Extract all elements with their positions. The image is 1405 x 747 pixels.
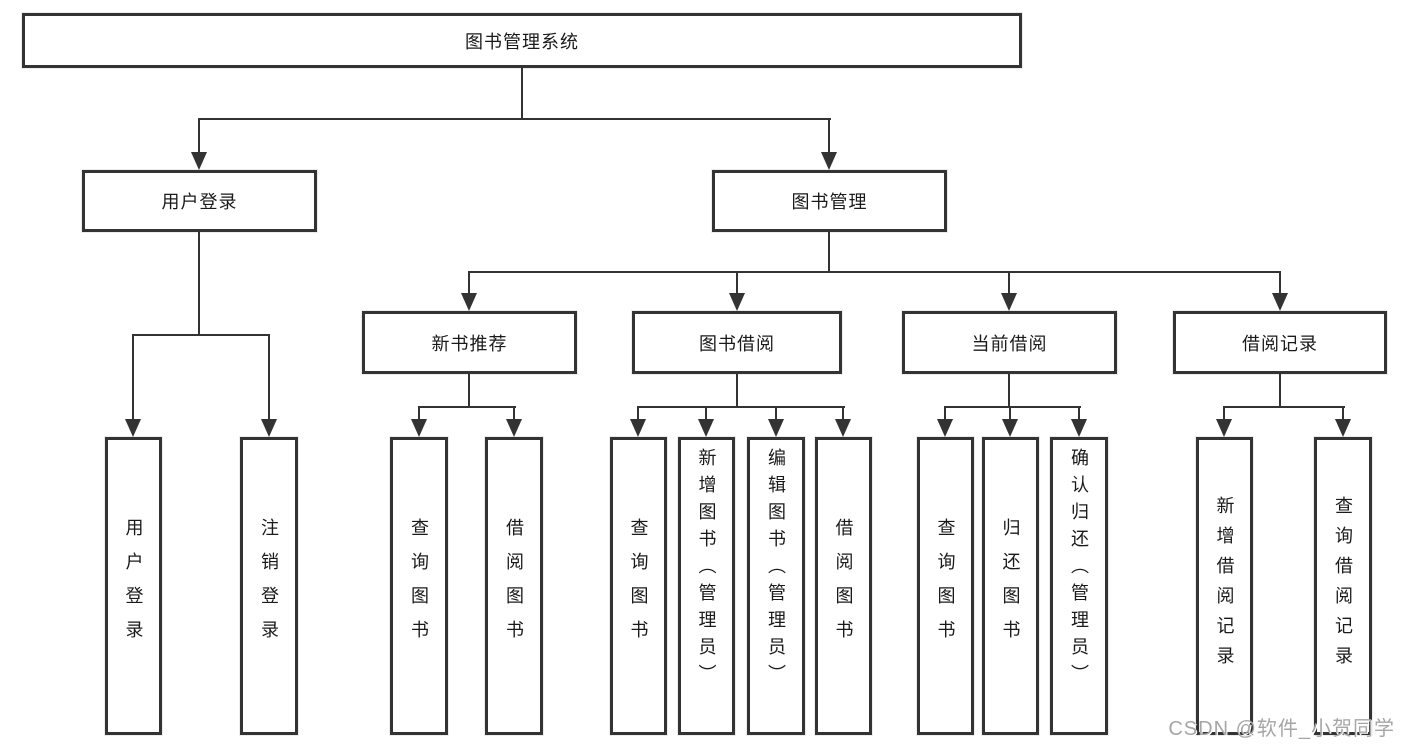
node-library-system-label: 图书管理系统 [465,31,579,52]
connector-line [1279,374,1281,408]
node-book-borrowing: 图书借阅 [632,311,842,374]
connector-line [1078,406,1080,420]
leaf-query-books-2: 查询图书 [610,437,667,735]
arrow-down-icon [506,419,522,437]
node-book-management-label: 图书管理 [791,192,868,212]
arrow-down-icon [1071,419,1087,437]
connector-line [842,406,844,420]
connector-line [133,334,270,336]
arrow-down-icon [821,152,837,170]
connector-line [705,406,707,420]
leaf-logout-label: 注销登录 [259,518,279,654]
leaf-borrow-books-2-label: 借阅图书 [833,518,854,654]
leaf-user-login: 用户登录 [105,437,162,735]
connector-line [1224,406,1345,408]
leaf-query-borrow-record-label: 查询借阅记录 [1333,496,1353,676]
connector-line [775,406,777,420]
arrow-down-icon [1216,419,1232,437]
arrow-down-icon [835,419,851,437]
node-user-login: 用户登录 [82,170,317,232]
leaf-confirm-return-admin-label: 确认归还（管理员） [1069,448,1089,691]
connector-line [1008,374,1010,408]
leaf-query-books-3: 查询图书 [917,437,974,735]
connector-line [418,406,420,420]
node-book-management: 图书管理 [712,170,947,232]
leaf-add-borrow-record: 新增借阅记录 [1196,437,1253,735]
arrow-down-icon [768,419,784,437]
arrow-down-icon [261,419,277,437]
connector-line [828,232,830,273]
leaf-query-borrow-record: 查询借阅记录 [1314,437,1372,735]
leaf-query-books-1: 查询图书 [390,437,448,735]
arrow-down-icon [411,419,427,437]
leaf-borrow-books-2: 借阅图书 [815,437,872,735]
arrow-down-icon [937,419,953,437]
connector-line [468,271,470,294]
connector-line [199,118,831,120]
leaf-borrow-books-1-label: 借阅图书 [504,518,524,654]
node-book-borrowing-label: 图书借阅 [699,333,775,354]
node-current-borrowing-label: 当前借阅 [971,333,1048,354]
connector-line [198,232,200,336]
connector-line [1009,406,1011,420]
connector-line [1008,271,1010,294]
leaf-add-book-admin: 新增图书（管理员） [678,437,735,735]
connector-line [638,406,845,408]
leaf-confirm-return-admin: 确认归还（管理员） [1050,437,1108,735]
leaf-add-borrow-record-label: 新增借阅记录 [1214,496,1235,676]
connector-line [944,406,946,420]
arrow-down-icon [1272,293,1288,311]
leaf-logout: 注销登录 [240,437,298,735]
connector-line [736,374,738,408]
connector-line [198,118,200,154]
arrow-down-icon [1001,293,1017,311]
arrow-down-icon [461,293,477,311]
leaf-borrow-books-1: 借阅图书 [485,437,543,735]
node-library-system: 图书管理系统 [22,13,1022,68]
arrow-down-icon [729,293,745,311]
connector-line [637,406,639,420]
leaf-add-book-admin-label: 新增图书（管理员） [696,448,717,691]
leaf-query-books-3-label: 查询图书 [935,518,956,654]
leaf-user-login-label: 用户登录 [123,518,144,654]
connector-line [1223,406,1225,420]
connector-line [468,374,470,408]
connector-line [828,118,830,154]
leaf-return-book-label: 归还图书 [1000,518,1021,654]
node-user-login-label: 用户登录 [161,192,238,212]
connector-line [132,334,134,420]
connector-line [419,406,516,408]
node-new-book-recommend-label: 新书推荐 [431,333,508,354]
connector-line [268,334,270,420]
connector-line [945,406,1081,408]
leaf-query-books-2-label: 查询图书 [628,518,649,654]
arrow-down-icon [630,419,646,437]
arrow-down-icon [1335,419,1351,437]
arrow-down-icon [1002,419,1018,437]
connector-line [736,271,738,294]
leaf-return-book: 归还图书 [982,437,1039,735]
connector-line [521,68,523,119]
arrow-down-icon [191,152,207,170]
arrow-down-icon [698,419,714,437]
leaf-edit-book-admin: 编辑图书（管理员） [747,437,805,735]
leaf-query-books-1-label: 查询图书 [409,518,429,654]
node-borrowing-records: 借阅记录 [1173,311,1387,374]
connector-line [1342,406,1344,420]
leaf-edit-book-admin-label: 编辑图书（管理员） [766,448,786,691]
node-new-book-recommend: 新书推荐 [362,311,577,374]
arrow-down-icon [125,419,141,437]
connector-line [1279,271,1281,294]
connector-line [513,406,515,420]
watermark: CSDN @软件_小贺同学 [1168,718,1395,740]
node-borrowing-records-label: 借阅记录 [1242,333,1318,354]
connector-line [470,271,1281,273]
node-current-borrowing: 当前借阅 [902,311,1117,374]
